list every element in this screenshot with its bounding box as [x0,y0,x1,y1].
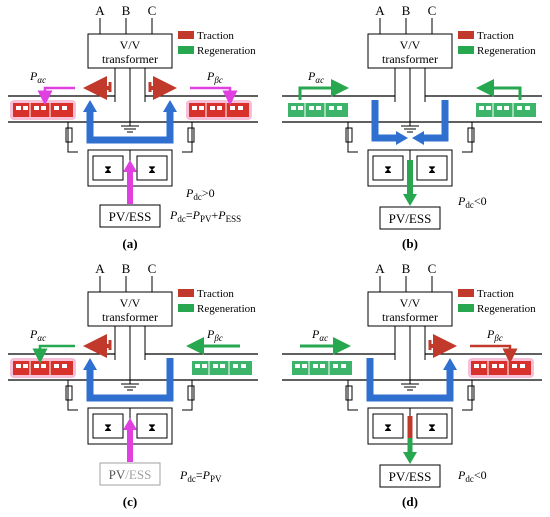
legend-traction-swatch [178,31,194,39]
pv-ess-box [379,464,441,488]
phase-b-label: B [122,3,131,18]
transformer-line1: V/V [120,38,141,52]
svg-text:⧗: ⧗ [104,422,112,434]
p-alpha-label: Pαc [29,327,46,343]
train-left [10,100,76,120]
legend-regeneration: Regeneration [477,303,536,315]
phase-b-label: B [122,261,131,276]
phase-c-label: C [428,261,437,276]
p-beta-label: Pβc [206,69,223,85]
phase-a-label: A [95,261,105,276]
train-right [468,358,534,378]
legend-traction: Traction [477,30,514,42]
caption-b: (b) [402,236,418,251]
p-beta-label: Pβc [486,327,503,343]
train-left [10,358,76,378]
legend-traction-swatch [458,31,474,39]
pv-ess-label: PV/ESS [389,469,432,484]
transformer-line2: transformer [102,310,158,324]
phase-a-label: A [95,3,105,18]
pv-ess-label: PV/ESS [109,467,152,482]
legend-regeneration: Regeneration [197,303,256,315]
pv-ess-label: PV/ESS [109,209,152,224]
train-left [288,103,348,117]
phase-b-label: B [402,261,411,276]
pdc-eq-line2: Pdc=PPV+PESS [169,208,241,224]
svg-text:⧗: ⧗ [384,164,392,176]
vv-transformer [87,33,173,69]
pdc-eq-line1: Pdc=PPV [179,468,222,484]
svg-text:⧗: ⧗ [148,164,156,176]
panel-c: A B C V/V transformer Traction Regenerat… [8,261,258,509]
legend-regeneration: Regeneration [477,45,536,57]
legend-regeneration: Regeneration [197,45,256,57]
svg-text:⧗: ⧗ [148,422,156,434]
phase-a-label: A [375,3,385,18]
vv-transformer [367,291,453,327]
legend-traction: Traction [197,30,234,42]
vv-transformer [87,291,173,327]
p-beta-label: Pβc [206,327,223,343]
p-alpha-label: Pαc [307,69,324,85]
pdc-eq-line1: Pdc<0 [457,468,487,484]
pdc-eq-line1: Pdc>0 [185,186,215,202]
transformer-line1: V/V [120,296,141,310]
svg-text:⧗: ⧗ [104,164,112,176]
pdc-eq-line1: Pdc<0 [457,194,487,210]
legend-traction: Traction [477,288,514,300]
legend-traction: Traction [197,288,234,300]
train-right [192,361,252,375]
transformer-line2: transformer [102,52,158,66]
train-left [292,361,352,375]
transformer-line1: V/V [400,38,421,52]
caption-a: (a) [122,236,137,251]
svg-text:⧗: ⧗ [384,422,392,434]
legend-regeneration-swatch [458,304,474,312]
panel-b: A B C V/V transformer Traction Regenerat… [282,3,542,251]
p-alpha-label: Pαc [29,69,46,85]
pv-ess-box [379,206,441,230]
legend-regeneration-swatch [458,46,474,54]
pv-ess-box [99,204,161,228]
phase-c-label: C [428,3,437,18]
train-right [186,100,252,120]
p-alpha-label: Pαc [311,327,328,343]
phase-c-label: C [148,3,157,18]
transformer-line1: V/V [400,296,421,310]
pv-ess-label: PV/ESS [389,211,432,226]
svg-text:⧗: ⧗ [428,164,436,176]
legend-regeneration-swatch [178,46,194,54]
transformer-line2: transformer [382,52,438,66]
caption-c: (c) [123,494,137,509]
panel-d: A B C V/V transformer Traction Regenerat… [282,261,542,509]
caption-d: (d) [402,494,418,509]
phase-c-label: C [148,261,157,276]
vv-transformer [367,33,453,69]
transformer-line2: transformer [382,310,438,324]
legend-regeneration-swatch [178,304,194,312]
phase-a-label: A [375,261,385,276]
legend-traction-swatch [458,289,474,297]
svg-text:⧗: ⧗ [428,422,436,434]
train-right [476,103,536,117]
phase-b-label: B [402,3,411,18]
pv-ess-box [99,462,161,486]
legend-traction-swatch [178,289,194,297]
panel-a: A B C V/V transformer Traction Regenerat… [8,3,258,251]
